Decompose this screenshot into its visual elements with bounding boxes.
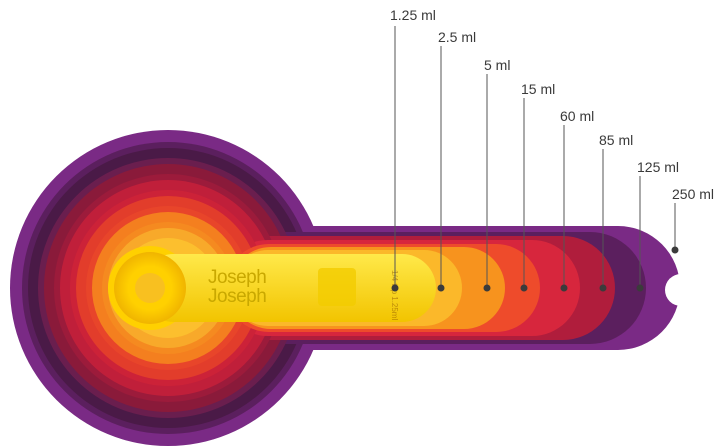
brand-line-1: Joseph	[208, 267, 266, 288]
thumb-grip	[318, 268, 356, 306]
label-1-25ml: 1.25 ml	[390, 7, 436, 23]
label-125ml: 125 ml	[637, 159, 679, 175]
volume-callouts: 1.25 ml 2.5 ml 5 ml 15 ml 60 ml 85 ml 12…	[390, 7, 714, 292]
engraving-1-25ml: 1/4 tsp 1.25ml	[390, 270, 399, 320]
label-60ml: 60 ml	[560, 108, 594, 124]
label-250ml: 250 ml	[672, 186, 714, 202]
label-85ml: 85 ml	[599, 132, 633, 148]
hanging-hole	[665, 274, 697, 306]
label-5ml: 5 ml	[484, 57, 510, 73]
brand-line-2: Joseph	[208, 286, 266, 307]
cup-1-25ml: Joseph Joseph 1/4 tsp 1.25ml	[108, 246, 436, 330]
label-2-5ml: 2.5 ml	[438, 29, 476, 45]
label-15ml: 15 ml	[521, 81, 555, 97]
